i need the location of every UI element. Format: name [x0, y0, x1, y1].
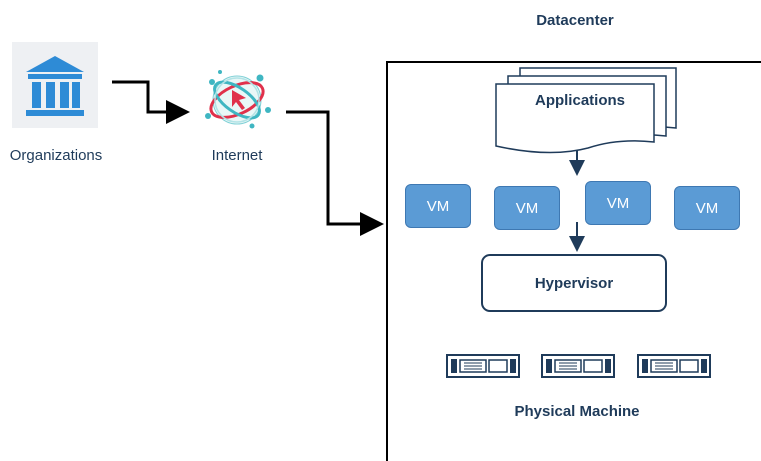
vm-box-3: VM: [585, 181, 651, 225]
datacenter-box: [386, 61, 761, 461]
hypervisor-box: Hypervisor: [481, 254, 667, 312]
organizations-label: Organizations: [9, 147, 103, 164]
server-icon: [541, 354, 615, 378]
arrow-org-to-internet: [112, 80, 190, 124]
vm-box-4: VM: [674, 186, 740, 230]
applications-label: Applications: [534, 92, 625, 109]
internet-label: Internet: [211, 147, 263, 164]
datacenter-title: Datacenter: [536, 12, 614, 29]
vm-label: VM: [515, 199, 539, 217]
vm-label: VM: [426, 197, 450, 215]
vm-box-1: VM: [405, 184, 471, 228]
vm-label: VM: [606, 194, 630, 212]
hypervisor-label: Hypervisor: [534, 274, 614, 292]
vm-label: VM: [695, 199, 719, 217]
organizations-tile: [12, 42, 98, 128]
arrow-internet-to-datacenter: [286, 110, 384, 236]
server-icon: [637, 354, 711, 378]
bank-building-icon: [26, 56, 84, 116]
server-icon: [446, 354, 520, 378]
globe-network-icon: [205, 70, 271, 129]
vm-box-2: VM: [494, 186, 560, 230]
applications-documents-icon: [495, 67, 677, 154]
physical-machine-label: Physical Machine: [514, 403, 640, 420]
